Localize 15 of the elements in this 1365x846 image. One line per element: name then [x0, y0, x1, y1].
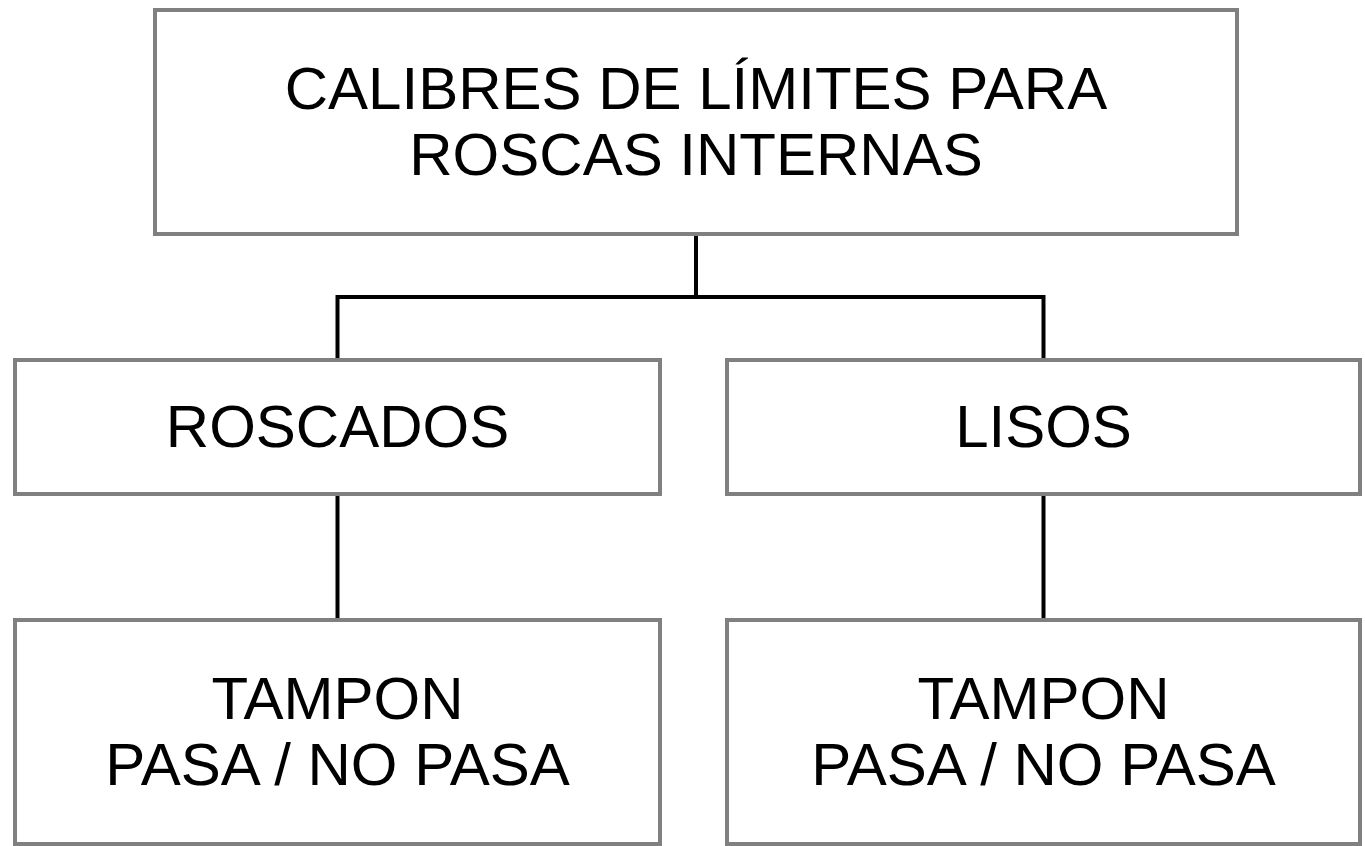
box-label: PASA / NO PASA	[811, 732, 1276, 798]
box-label: TAMPON	[917, 666, 1170, 732]
connector-line	[335, 496, 340, 618]
box-label: TAMPON	[211, 666, 464, 732]
box-label: LISOS	[955, 394, 1132, 460]
box-label: CALIBRES DE LÍMITES PARA ROSCAS INTERNAS	[283, 56, 1109, 188]
text-box	[725, 618, 1362, 846]
connector-line	[694, 236, 1046, 358]
connector-line	[1041, 496, 1046, 618]
box-label: PASA / NO PASA	[105, 732, 570, 798]
text-box	[725, 358, 1362, 496]
text-box	[13, 358, 662, 496]
box-label: ROSCADOS	[165, 394, 510, 460]
text-box	[13, 618, 662, 846]
text-box	[153, 8, 1239, 236]
